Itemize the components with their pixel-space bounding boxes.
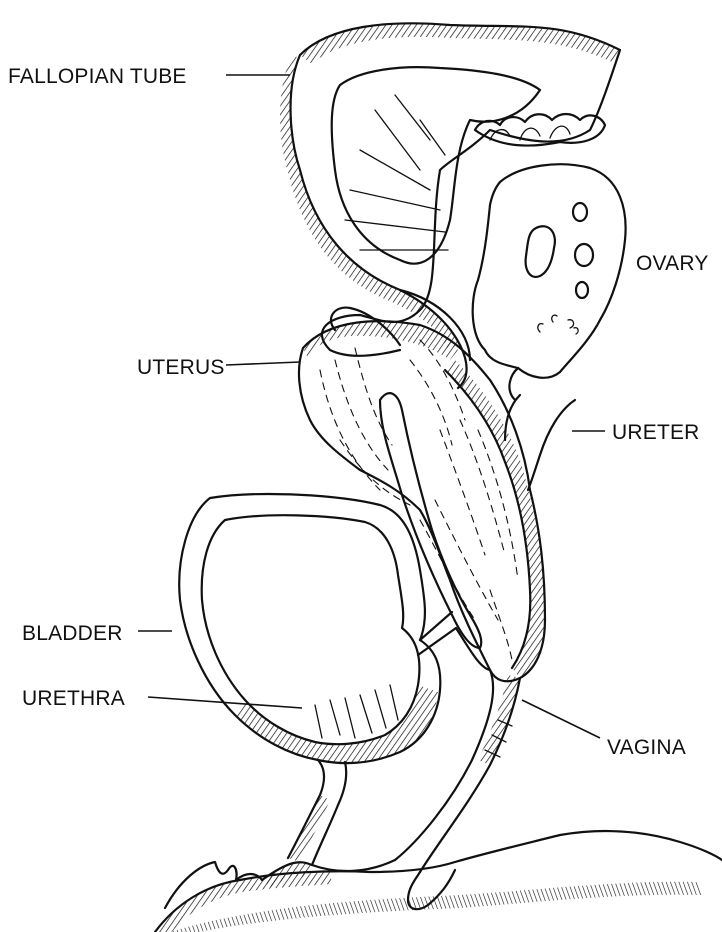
urethra <box>288 760 346 865</box>
label-bladder: BLADDER <box>22 622 172 645</box>
label-vagina-text: VAGINA <box>607 736 686 759</box>
label-fallopian-tube: FALLOPIAN TUBE <box>8 65 290 88</box>
label-urethra: URETHRA <box>22 687 302 710</box>
uterus <box>299 321 545 681</box>
label-fallopian-tube-text: FALLOPIAN TUBE <box>8 65 187 88</box>
label-ovary: OVARY <box>636 252 709 275</box>
label-urethra-text: URETHRA <box>22 687 125 710</box>
ovary <box>473 164 626 400</box>
label-ureter: URETER <box>572 421 700 444</box>
label-vagina: VAGINA <box>522 700 686 759</box>
label-ovary-text: OVARY <box>636 252 709 275</box>
label-bladder-text: BLADDER <box>22 622 123 645</box>
label-uterus: UTERUS <box>137 356 300 379</box>
bladder <box>179 494 456 763</box>
label-uterus-text: UTERUS <box>137 356 225 379</box>
vagina <box>395 628 520 872</box>
label-ureter-text: URETER <box>612 421 700 444</box>
